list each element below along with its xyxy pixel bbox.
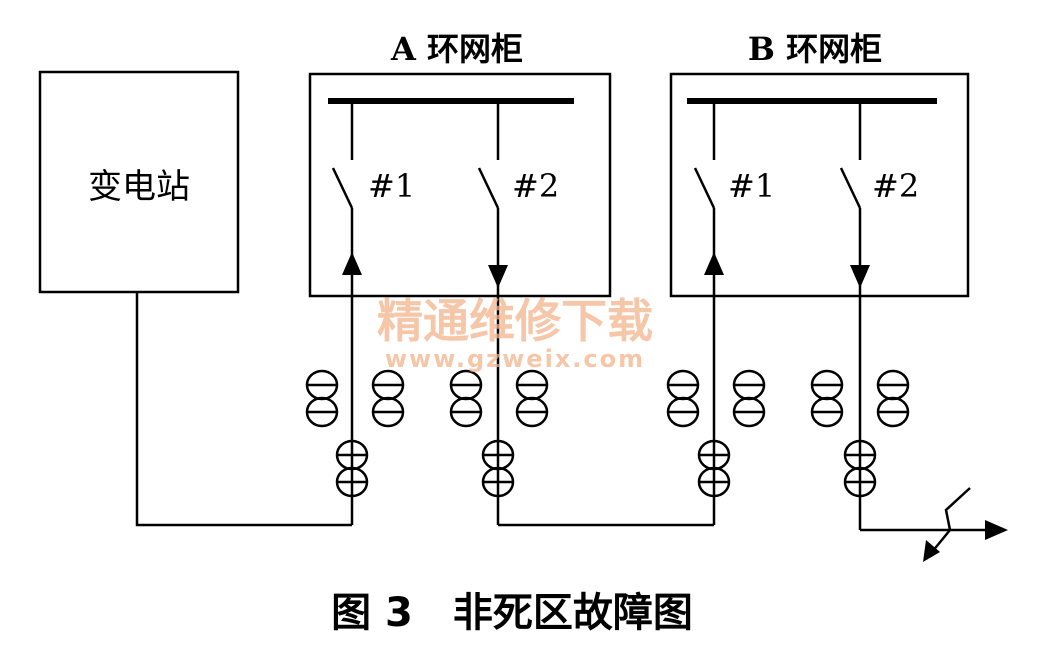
substation: 变电站 xyxy=(38,70,240,294)
cabinet-b-switch-1-blade xyxy=(693,167,716,209)
arrow-down-icon xyxy=(488,265,508,288)
watermark: 精通维修下载 www.gzweix.com xyxy=(377,294,653,373)
cable-lines xyxy=(135,292,1008,562)
ct-pair-icon xyxy=(449,369,483,428)
cabinet-b: B 环网柜 #1 #2 xyxy=(669,30,970,530)
ct-pair-icon xyxy=(810,369,844,428)
cabinet-a-title: A 环网柜 xyxy=(390,30,523,68)
cabinet-a: A 环网柜 #1 #2 xyxy=(308,30,612,525)
arrow-up-icon xyxy=(342,252,362,275)
substation-label: 变电站 xyxy=(88,167,190,207)
watermark-line-1: 精通维修下载 xyxy=(377,294,653,348)
ct-pair-icon xyxy=(843,439,877,498)
watermark-line-2: www.gzweix.com xyxy=(385,345,645,373)
cabinet-b-switch-1-label: #1 xyxy=(728,167,775,205)
ct-pair-icon xyxy=(481,439,515,498)
cabinet-b-box xyxy=(669,72,970,298)
fault-lightning-mark xyxy=(944,487,971,531)
ct-pair-icon xyxy=(371,369,405,428)
cabinet-b-title: B 环网柜 xyxy=(748,30,882,68)
current-transformers xyxy=(305,369,910,498)
cabinet-a-switch-2-blade xyxy=(477,167,500,209)
arrow-right-icon xyxy=(985,520,1008,540)
ct-pair-icon xyxy=(732,369,766,428)
arrow-down-icon xyxy=(850,265,870,288)
ct-pair-icon xyxy=(335,439,369,498)
cabinet-b-switch-2-blade xyxy=(839,167,862,209)
arrow-down-left-icon xyxy=(923,540,940,562)
ct-pair-icon xyxy=(666,369,700,428)
cabinet-a-switch-1-blade xyxy=(331,167,354,209)
cabinet-b-switch-1: #1 xyxy=(693,101,775,525)
substation-box xyxy=(38,70,240,294)
cable-substation-to-a xyxy=(135,292,352,527)
ct-pair-icon xyxy=(515,369,549,428)
arrow-up-icon xyxy=(704,252,724,275)
ct-pair-icon xyxy=(876,369,910,428)
cabinet-a-switch-1-label: #1 xyxy=(368,167,415,205)
cabinet-b-switch-2-label: #2 xyxy=(872,167,919,205)
figure-caption: 图 3 非死区故障图 xyxy=(331,590,693,636)
ct-pair-icon xyxy=(305,369,339,428)
cabinet-b-switch-2: #2 xyxy=(839,101,919,530)
cabinet-a-switch-1: #1 xyxy=(331,101,415,525)
cabinet-a-switch-2: #2 xyxy=(477,101,559,525)
cabinet-a-switch-2-label: #2 xyxy=(512,167,559,205)
ct-pair-icon xyxy=(697,439,731,498)
cabinet-a-box xyxy=(308,72,612,298)
